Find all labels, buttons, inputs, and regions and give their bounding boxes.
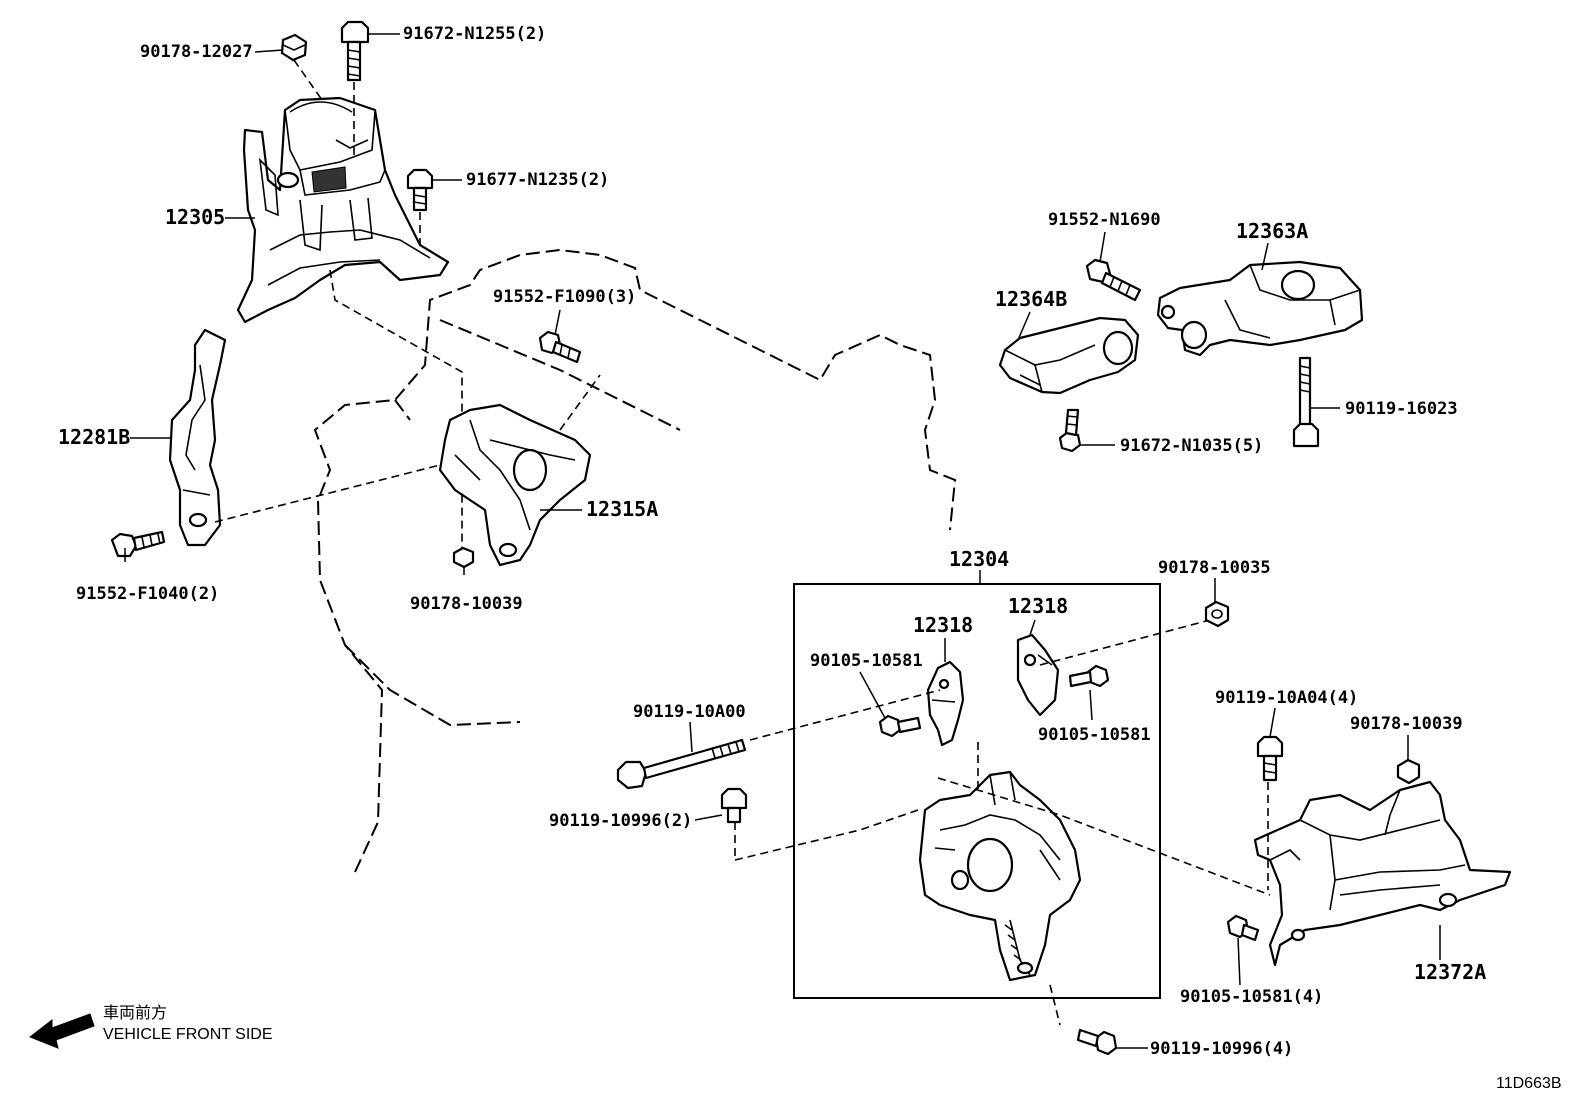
part-91552-F1040-bolt	[110, 530, 166, 558]
callout-91552-F1090: 91552-F1090(3)	[493, 287, 636, 307]
part-90119-10A00-bolt	[616, 738, 747, 790]
vehicle-front-legend: 車両前方 VEHICLE FRONT SIDE	[28, 1004, 273, 1049]
part-90105-10581-4-bolt	[1226, 914, 1260, 942]
callout-12372A: 12372A	[1414, 960, 1486, 984]
diagram-id: 11D663B	[1496, 1075, 1562, 1092]
callout-12281B: 12281B	[58, 425, 130, 449]
part-12372A-lower-mount	[1253, 780, 1512, 967]
callout-90119-10A04: 90119-10A04(4)	[1215, 688, 1358, 708]
callout-90105-10581-a: 90105-10581	[810, 651, 923, 671]
part-91672-N1035-bolt	[1058, 408, 1082, 453]
assembly-12304-box	[793, 583, 1161, 999]
engine-outline	[313, 248, 957, 873]
part-91552-N1690-bolt	[1085, 258, 1142, 302]
callout-12364B: 12364B	[995, 287, 1067, 311]
part-12305-upper-mount	[236, 96, 450, 324]
callout-90119-16023: 90119-16023	[1345, 399, 1458, 419]
part-90119-10996-4-bolt	[1076, 1028, 1118, 1056]
callout-90178-10039-b: 90178-10039	[1350, 714, 1463, 734]
callout-90119-10996-4: 90119-10996(4)	[1150, 1039, 1293, 1059]
callout-90178-10035: 90178-10035	[1158, 558, 1271, 578]
callout-91552-N1690: 91552-N1690	[1048, 210, 1161, 230]
part-12318-left	[926, 660, 965, 747]
callout-12315A: 12315A	[586, 497, 658, 521]
part-91677-N1235-bolt	[406, 168, 434, 212]
part-12281B-bracket	[168, 328, 227, 547]
callout-90119-10A00: 90119-10A00	[633, 702, 746, 722]
part-12364B	[998, 316, 1140, 395]
part-91672-N1255-bolt	[340, 20, 370, 82]
part-91552-F1090-bolt	[538, 330, 582, 364]
part-90178-10039-nut-b	[1396, 758, 1421, 785]
callout-90178-10039-a: 90178-10039	[410, 594, 523, 614]
callout-90105-10581-b: 90105-10581	[1038, 725, 1151, 745]
leader-lines	[124, 33, 1441, 1049]
callout-12318-right: 12318	[1008, 594, 1068, 618]
part-90119-10A04-bolt	[1256, 735, 1284, 782]
callout-12363A: 12363A	[1236, 219, 1308, 243]
part-90119-16023-bolt	[1292, 356, 1320, 448]
callout-91672-N1255: 91672-N1255(2)	[403, 24, 546, 44]
callout-90105-10581-4: 90105-10581(4)	[1180, 987, 1323, 1007]
callout-91677-N1235: 91677-N1235(2)	[466, 170, 609, 190]
callout-90119-10996-2: 90119-10996(2)	[549, 811, 692, 831]
callout-12305: 12305	[165, 205, 225, 229]
callout-12304: 12304	[949, 547, 1009, 571]
callout-90178-12027: 90178-12027	[140, 42, 253, 62]
callout-91672-N1035: 91672-N1035(5)	[1120, 436, 1263, 456]
part-12318-right	[1016, 633, 1060, 717]
part-90105-10581-bolt-a	[878, 714, 922, 738]
legend-english: VEHICLE FRONT SIDE	[103, 1026, 273, 1043]
part-12304-bracket	[918, 770, 1082, 982]
vehicle-front-arrow-icon	[28, 1013, 95, 1049]
legend-japanese: 車両前方	[103, 1004, 167, 1022]
part-90178-10039-nut-a	[452, 546, 475, 569]
part-90178-12027-nut	[280, 33, 308, 62]
part-12363A-torque-rod	[1156, 260, 1364, 357]
callout-12318-left: 12318	[913, 613, 973, 637]
callout-91552-F1040: 91552-F1040(2)	[76, 584, 219, 604]
part-90178-10035-nut	[1204, 600, 1230, 628]
part-90105-10581-bolt-b	[1068, 664, 1110, 688]
part-90119-10996-2-bolt	[720, 787, 748, 824]
part-12315A-bracket	[438, 403, 592, 567]
